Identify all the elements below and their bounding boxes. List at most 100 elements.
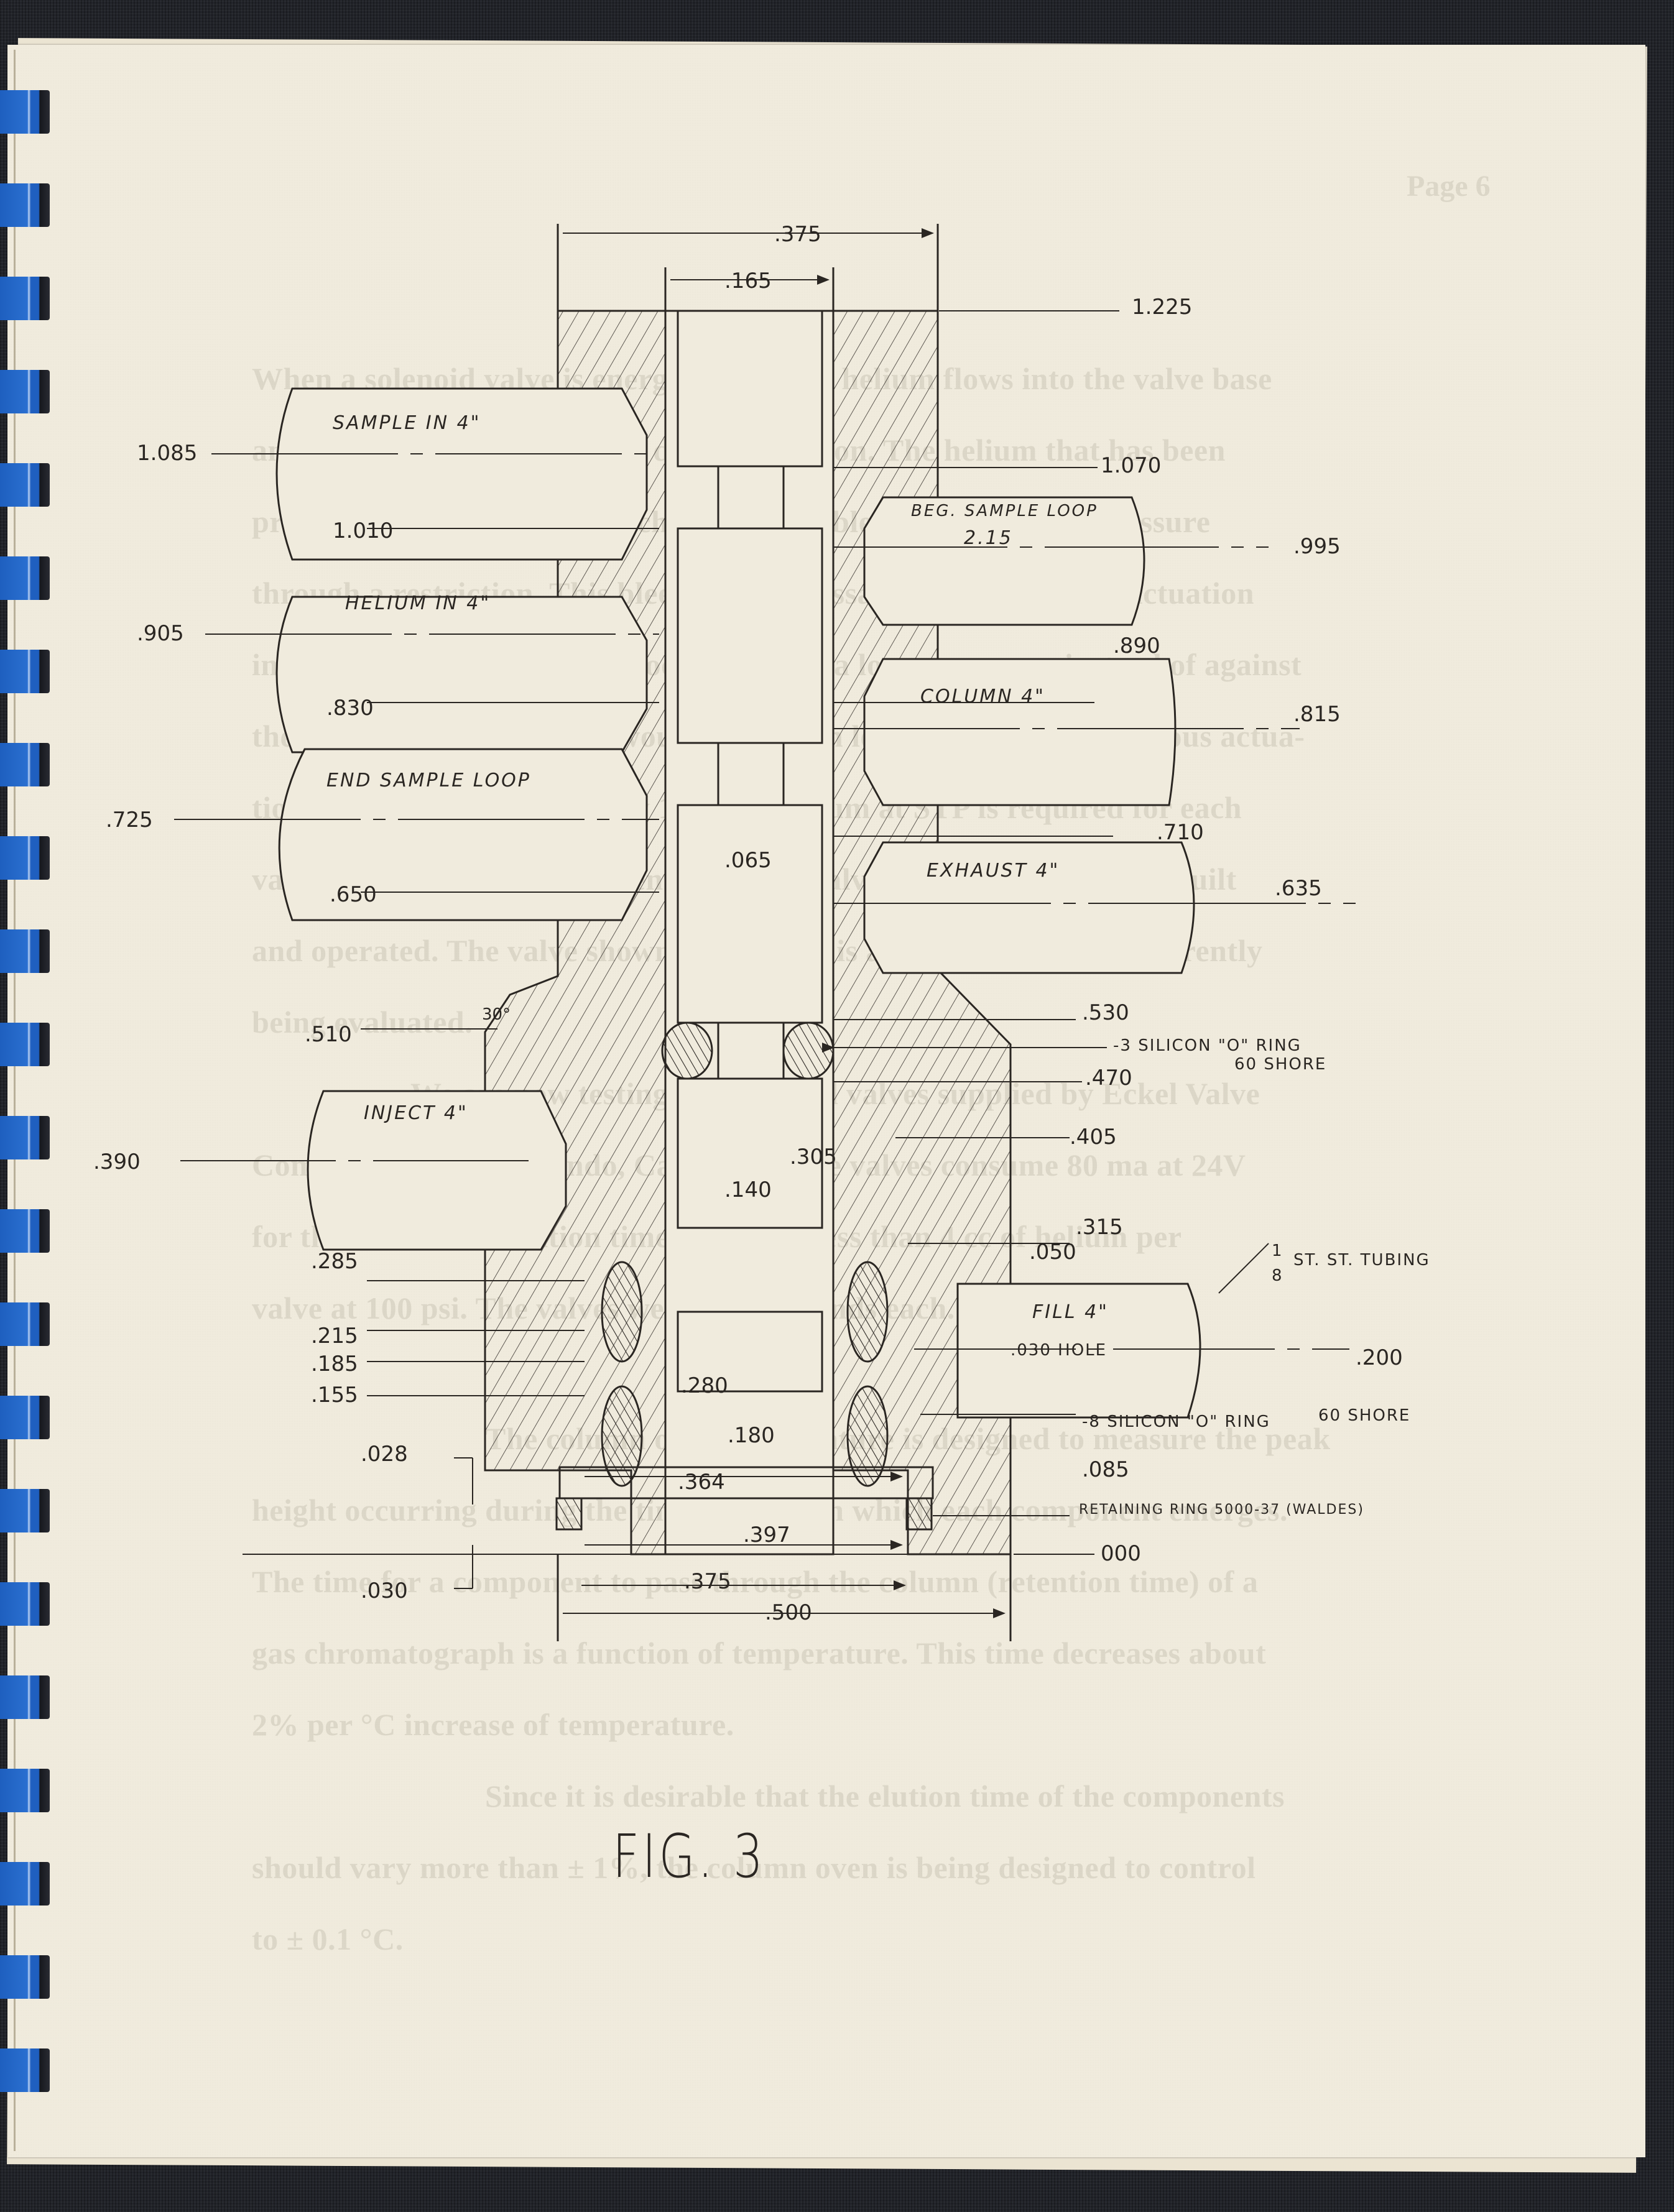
label-inject: INJECT 4" [364, 1102, 468, 1124]
left-height-725: .725 [106, 808, 153, 832]
binding-ring [0, 1489, 50, 1532]
right-height-815: .815 [1293, 702, 1341, 727]
port-helium-in [275, 596, 648, 753]
ghost-text-line: to ± 0.1 °C. [252, 1922, 404, 1956]
label-end-sample-loop: END SAMPLE LOOP [326, 770, 531, 791]
label-helium-in: HELIUM IN 4" [345, 592, 491, 614]
binding-ring [0, 1302, 50, 1346]
binding-ring [0, 277, 50, 320]
right-height-470: .470 [1085, 1066, 1132, 1090]
left-height-1010: 1.010 [333, 518, 393, 543]
left-height-185: .185 [311, 1352, 358, 1376]
left-height-155: .155 [311, 1383, 358, 1408]
spool-5 [677, 1311, 823, 1393]
label-beg-sample-loop: BEG. SAMPLE LOOP [911, 502, 1098, 520]
ghost-text-line: gas chromatograph is a function of tempe… [252, 1636, 1267, 1671]
left-height-905: .905 [137, 621, 184, 646]
binding-ring [0, 1955, 50, 1999]
dim-305: .305 [790, 1145, 837, 1169]
binding-ring [0, 370, 50, 413]
callout-hole: .030 HOLE [1010, 1341, 1107, 1360]
binding-ring [0, 1862, 50, 1906]
angle-30: 30° [482, 1005, 511, 1024]
binding-ring [0, 1582, 50, 1626]
binding-ring [0, 556, 50, 600]
port-sample-in [275, 387, 648, 561]
left-height-215: .215 [311, 1324, 358, 1348]
figure-caption: FIG. 3 [613, 1822, 766, 1891]
left-height-030: .030 [361, 1578, 408, 1603]
label-fill: FILL 4" [1032, 1301, 1109, 1323]
right-height-530: .530 [1082, 1000, 1129, 1025]
dim-180: .180 [728, 1423, 775, 1448]
right-height-315: .315 [1076, 1215, 1123, 1240]
label-beg-sample-loop-length: 2.15 [964, 527, 1013, 549]
callout-tubing-den: 8 [1272, 1266, 1283, 1285]
binding-ring [0, 1209, 50, 1253]
right-height-405: .405 [1070, 1125, 1117, 1150]
binding-ring [0, 90, 50, 134]
dim-375-bottom: .375 [684, 1569, 731, 1594]
dim-top-165: .165 [724, 269, 772, 293]
spool-1 [677, 310, 823, 468]
spool-2 [677, 527, 823, 744]
ghost-text-line: should vary more than ± 1%, the column o… [252, 1850, 1256, 1885]
right-height-085: .085 [1082, 1457, 1129, 1482]
dim-364: .364 [678, 1470, 725, 1495]
dim-280: .280 [681, 1373, 728, 1398]
dim-140: .140 [724, 1177, 772, 1202]
binding-ring [0, 1023, 50, 1066]
page-number: Page 6 [1407, 170, 1491, 203]
callout-o-ring-small: -3 SILICON "O" RING [1113, 1036, 1302, 1055]
binding-ring [0, 836, 50, 880]
center-bore [664, 310, 835, 1555]
port-end-sample-loop [278, 748, 648, 921]
right-height-890: .890 [1113, 634, 1160, 658]
port-inject [307, 1090, 567, 1251]
o-ring-large-right-1 [846, 1261, 889, 1363]
right-height-1070: 1.070 [1101, 453, 1161, 478]
callout-tubing-num: 1 [1272, 1242, 1283, 1260]
right-height-200: .200 [1356, 1345, 1403, 1370]
left-height-510: .510 [305, 1022, 352, 1047]
callout-retaining-ring: RETAINING RING 5000-37 (WALDES) [1079, 1502, 1364, 1518]
left-height-650: .650 [330, 882, 377, 907]
dim-500: .500 [765, 1600, 812, 1625]
left-height-285: .285 [311, 1249, 358, 1274]
spool-4 [677, 1077, 823, 1229]
binding-ring [0, 743, 50, 786]
label-exhaust: EXHAUST 4" [927, 860, 1060, 882]
ghost-text-line: 2% per °C increase of temperature. [252, 1707, 734, 1742]
binding-ring [0, 1675, 50, 1719]
o-ring-small-right [782, 1021, 835, 1080]
ghost-text-line: The time for a component to pass through… [252, 1564, 1259, 1599]
binding-ring [0, 183, 50, 227]
right-height-710: .710 [1157, 820, 1204, 845]
dim-065: .065 [724, 848, 772, 873]
o-ring-large-right-2 [846, 1385, 889, 1487]
left-height-390: .390 [93, 1150, 141, 1174]
right-height-000: 000 [1101, 1541, 1141, 1566]
dim-397: .397 [743, 1523, 790, 1547]
port-beg-sample-loop [863, 496, 1145, 626]
callout-tubing: ST. ST. TUBING [1293, 1251, 1430, 1270]
binding-ring [0, 463, 50, 507]
left-height-1085: 1.085 [137, 441, 197, 466]
binding-ring [0, 1769, 50, 1812]
port-column [863, 658, 1177, 806]
dim-050: .050 [1029, 1240, 1076, 1265]
left-height-830: .830 [326, 696, 374, 721]
right-height-635: .635 [1275, 876, 1322, 901]
port-fill [956, 1283, 1201, 1419]
callout-o-ring-large: -8 SILICON "O" RING [1082, 1412, 1270, 1431]
o-ring-small-left [661, 1021, 713, 1080]
callout-o-ring-large-shore: 60 SHORE [1318, 1406, 1410, 1425]
spool-3 [677, 804, 823, 1024]
right-height-995: .995 [1293, 534, 1341, 559]
ghost-text-line: Since it is desirable that the elution t… [485, 1779, 1285, 1813]
binding-ring [0, 1116, 50, 1159]
retaining-ring-left [555, 1497, 583, 1531]
port-exhaust [863, 841, 1195, 974]
retaining-ring-right [905, 1497, 933, 1531]
page-spine-edge [14, 50, 16, 2151]
